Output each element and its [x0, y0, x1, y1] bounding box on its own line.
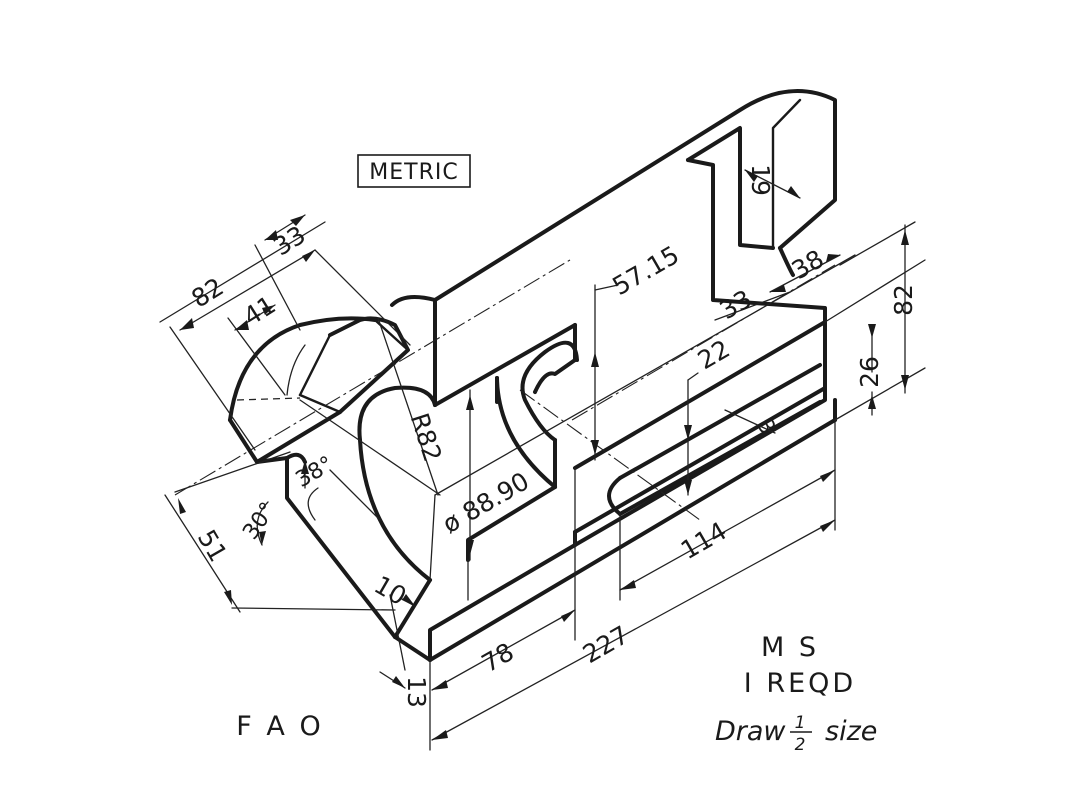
material-note: M S: [761, 632, 819, 663]
scale-note-numerator: 1: [795, 713, 806, 733]
arrowheads: [178, 170, 909, 740]
part-outline: [228, 89, 837, 662]
dim-82-left: 82: [186, 272, 228, 313]
finish-note: F A O: [236, 711, 323, 742]
dim-26: 26: [855, 356, 884, 388]
dim-38-angle: 38°: [292, 452, 338, 493]
scale-note-prefix: Draw: [715, 716, 786, 747]
dim-13: 13: [402, 676, 431, 708]
dim-22: 22: [693, 334, 735, 375]
dim-51: 51: [192, 525, 233, 567]
metric-box: METRIC: [357, 154, 471, 188]
dim-10: 10: [369, 570, 411, 611]
scale-note-denominator: 2: [795, 735, 806, 755]
notes: M S I REQD F A O Draw 1 2 size: [236, 632, 877, 755]
dim-82-right: 82: [889, 284, 918, 316]
dim-57-15: 57.15: [608, 240, 684, 301]
construction-lines: [174, 221, 926, 751]
dim-78: 78: [477, 637, 519, 678]
dim-33-right: 33: [715, 284, 757, 325]
quantity-note: I REQD: [744, 668, 856, 699]
dim-30-angle: 30°: [238, 498, 281, 544]
dim-227: 227: [578, 620, 634, 669]
dim-r82: R82: [405, 410, 448, 466]
dim-38-right: 38: [787, 244, 829, 285]
dim-114: 114: [676, 516, 732, 565]
scale-note-suffix: size: [825, 716, 877, 747]
metric-label: METRIC: [369, 160, 458, 185]
dim-19: 19: [746, 164, 775, 196]
